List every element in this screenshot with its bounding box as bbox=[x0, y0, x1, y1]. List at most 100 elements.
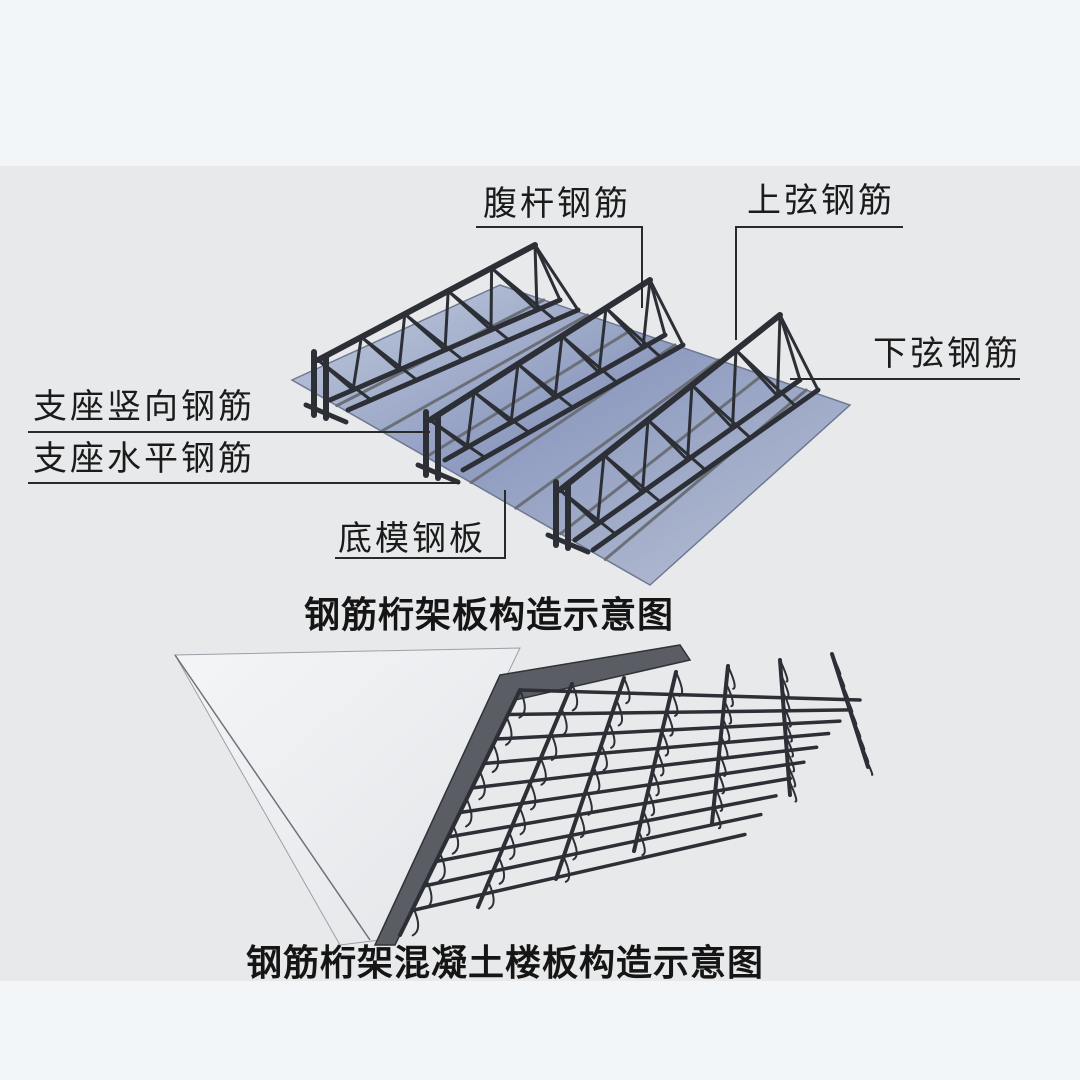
web-bar bbox=[443, 289, 450, 352]
mesh-web-bar bbox=[787, 779, 798, 803]
deck-plate-shape bbox=[290, 284, 852, 586]
web-bar bbox=[489, 266, 494, 332]
truss-bars bbox=[303, 242, 821, 555]
mesh-web-bar bbox=[571, 683, 579, 712]
web-bar bbox=[472, 390, 531, 434]
mesh-web-bar bbox=[570, 833, 578, 861]
web-bar bbox=[778, 313, 802, 382]
label-support-horizontal: 支座水平钢筋 bbox=[33, 439, 255, 479]
mesh-web-bar bbox=[779, 659, 789, 683]
truss-deck-illustration bbox=[290, 242, 852, 586]
web-bar bbox=[359, 335, 419, 382]
web-bar bbox=[533, 243, 562, 302]
mesh-transverse-bar bbox=[470, 745, 819, 790]
mesh-transverse-bar bbox=[518, 688, 862, 702]
web-bar bbox=[641, 278, 652, 349]
mesh-web-bar bbox=[438, 852, 446, 882]
web-bar bbox=[648, 278, 685, 347]
support-horizontal-bar bbox=[303, 402, 349, 425]
support-horizontal-bar bbox=[415, 462, 461, 485]
web-bar bbox=[604, 306, 663, 359]
mesh-web-bar bbox=[656, 750, 665, 777]
web-bar bbox=[641, 418, 650, 494]
deck-rib bbox=[380, 313, 589, 433]
web-bar bbox=[776, 313, 782, 398]
mesh-web-bar bbox=[539, 757, 547, 786]
mesh-web-bar bbox=[615, 699, 623, 727]
web-bar bbox=[490, 266, 557, 322]
deck-rib bbox=[559, 373, 764, 536]
web-bar bbox=[509, 362, 520, 424]
mesh-web-bar bbox=[785, 749, 796, 773]
mesh-web-bar bbox=[623, 677, 631, 705]
mesh-transverse-bar bbox=[506, 708, 853, 717]
web-bar bbox=[734, 348, 797, 408]
mesh-web-bar bbox=[727, 665, 736, 690]
top-chord-bar bbox=[557, 312, 783, 493]
label-support-vertical: 支座竖向钢筋 bbox=[33, 387, 255, 427]
caption-truss-deck: 钢筋桁架板构造示意图 bbox=[304, 595, 674, 636]
web-bar bbox=[516, 362, 575, 409]
mesh-longitudinal-bar bbox=[778, 658, 792, 797]
mesh-web-bar bbox=[651, 770, 660, 797]
mesh-transverse-bar bbox=[494, 719, 842, 741]
caption-slab: 钢筋桁架混凝土楼板构造示意图 bbox=[246, 943, 764, 984]
web-bar bbox=[596, 453, 606, 526]
web-bar bbox=[778, 313, 820, 392]
mesh-web-bar bbox=[647, 790, 656, 817]
deck-rib bbox=[603, 388, 808, 561]
web-bar bbox=[597, 306, 608, 374]
leader-lines bbox=[28, 226, 1020, 559]
label-deck-plate: 底模钢板 bbox=[338, 519, 486, 559]
deck-rib bbox=[424, 328, 633, 459]
top-chord-bar bbox=[315, 242, 538, 363]
web-bar bbox=[731, 348, 738, 430]
mesh-web-bar bbox=[478, 770, 486, 801]
leader-web-bar bbox=[476, 226, 643, 308]
mesh-web-bar bbox=[725, 682, 734, 708]
sheet-edge bbox=[174, 654, 371, 941]
web-bar bbox=[397, 312, 407, 372]
mesh-web-bar bbox=[505, 716, 513, 746]
mesh-web-bar bbox=[723, 699, 733, 725]
web-bar bbox=[351, 335, 363, 392]
mesh-web-bar bbox=[863, 753, 874, 776]
top-chord-bar bbox=[427, 277, 653, 423]
web-bar bbox=[648, 278, 667, 337]
mesh-web-bar bbox=[782, 704, 792, 728]
web-bar bbox=[690, 383, 752, 440]
mesh-web-bar bbox=[642, 810, 651, 837]
mesh-transverse-bar bbox=[422, 812, 763, 888]
mesh-transverse-bar bbox=[410, 832, 747, 913]
label-bottom-chord: 下弦钢筋 bbox=[873, 334, 1021, 374]
web-bar bbox=[646, 418, 707, 472]
mesh-transverse-bar bbox=[482, 731, 831, 766]
web-bar bbox=[465, 390, 476, 449]
mesh-web-bar bbox=[487, 881, 495, 910]
mesh-web-bar bbox=[497, 856, 506, 885]
slab-illustration bbox=[174, 644, 874, 946]
web-bar bbox=[553, 334, 564, 399]
mesh-web-bar bbox=[718, 752, 727, 777]
web-bar bbox=[602, 453, 662, 504]
mesh-web-bar bbox=[637, 830, 646, 857]
leader-deck-plate bbox=[335, 490, 506, 559]
support-horizontal-bar bbox=[545, 532, 591, 555]
web-bar bbox=[533, 243, 580, 312]
rebar-mesh bbox=[398, 652, 874, 937]
mesh-web-bar bbox=[600, 744, 608, 772]
web-bar bbox=[533, 243, 539, 312]
label-web-bar: 腹杆钢筋 bbox=[483, 184, 631, 224]
web-bar bbox=[446, 289, 511, 342]
mesh-web-bar bbox=[508, 831, 516, 861]
mesh-web-bar bbox=[465, 797, 473, 828]
image-panel bbox=[0, 166, 1080, 981]
mesh-web-bar bbox=[451, 825, 460, 855]
mesh-web-bar bbox=[518, 689, 526, 719]
web-bar bbox=[403, 312, 465, 362]
mesh-web-bar bbox=[607, 721, 616, 749]
web-bar bbox=[686, 383, 694, 462]
web-bar bbox=[560, 334, 619, 384]
deck-rib bbox=[514, 358, 721, 510]
